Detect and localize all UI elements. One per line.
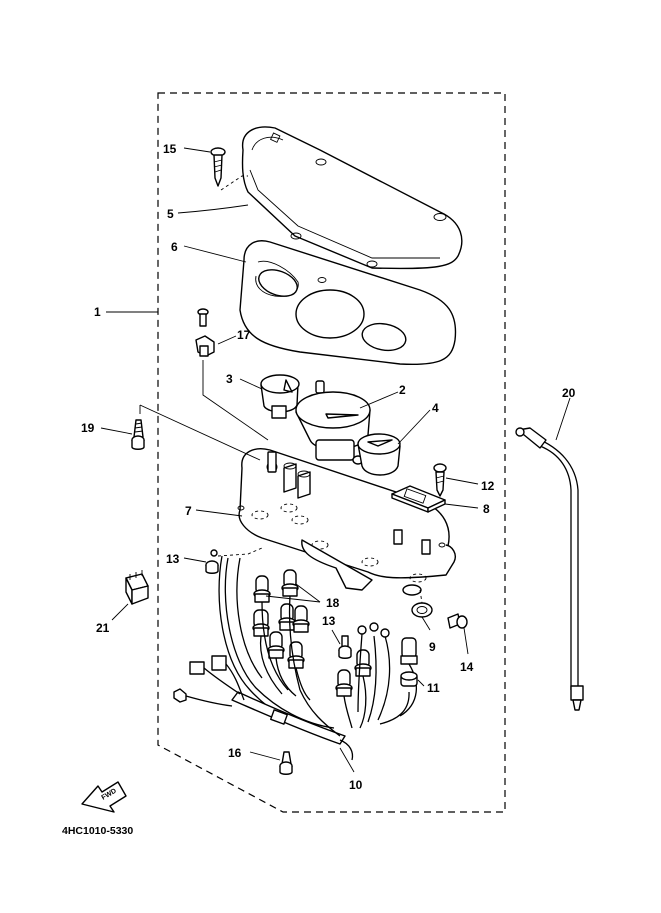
leader-lines [100, 147, 571, 773]
connector-21 [125, 570, 149, 605]
screw-12 [433, 463, 447, 497]
screw-13-axis [217, 547, 263, 557]
callout-11: 11 [427, 681, 440, 695]
callout-21: 21 [96, 621, 110, 635]
callout-10: 10 [349, 778, 363, 792]
callout-16: 16 [228, 746, 242, 760]
callout-labels: 1 2 3 4 5 6 7 8 9 10 11 12 13 13 14 15 1… [81, 142, 576, 792]
meter-cover [241, 126, 463, 270]
bracket-17 [195, 308, 215, 357]
forward-arrow-icon: FWD [81, 781, 127, 813]
wire-harness-10 [173, 555, 418, 761]
grommet-9 [411, 602, 433, 618]
callout-13-lower: 13 [322, 614, 336, 628]
terminals [357, 622, 390, 638]
callout-13-upper: 13 [166, 552, 180, 566]
callout-6: 6 [171, 240, 178, 254]
screw-16 [279, 751, 293, 775]
meter-panel [239, 240, 457, 366]
callout-8: 8 [483, 502, 490, 516]
speedometer-cable-20 [515, 427, 584, 711]
indicator-plate-8 [391, 485, 446, 513]
callout-3: 3 [226, 372, 233, 386]
callout-7: 7 [185, 504, 192, 518]
socket-11 [400, 637, 418, 687]
callout-18: 18 [326, 596, 340, 610]
callout-20: 20 [562, 386, 576, 400]
callout-19: 19 [81, 421, 95, 435]
bolt-14 [447, 613, 468, 629]
bracket-17-leader [202, 360, 269, 441]
callout-5: 5 [167, 207, 174, 221]
screw-13-upper [205, 549, 219, 574]
diagram-code: 4HC1010-5330 [62, 825, 133, 837]
screw-13-lower [338, 635, 352, 659]
screw-19-guide [139, 404, 261, 461]
screw-15-axis [220, 175, 248, 191]
gauge-2 [295, 380, 371, 465]
meter-case [237, 448, 456, 596]
grommet-9-axis [419, 589, 423, 604]
assembly-boundary [157, 92, 506, 813]
screw-19 [131, 419, 145, 450]
callout-12: 12 [481, 479, 495, 493]
callout-2: 2 [399, 383, 406, 397]
callout-9: 9 [429, 640, 436, 654]
screw-15 [210, 147, 226, 187]
callout-1: 1 [94, 305, 101, 319]
gauge-4 [357, 433, 401, 476]
callout-14: 14 [460, 660, 474, 674]
callout-17: 17 [237, 328, 251, 342]
callout-4: 4 [432, 401, 439, 415]
callout-15: 15 [163, 142, 177, 156]
gauge-3 [260, 374, 300, 419]
